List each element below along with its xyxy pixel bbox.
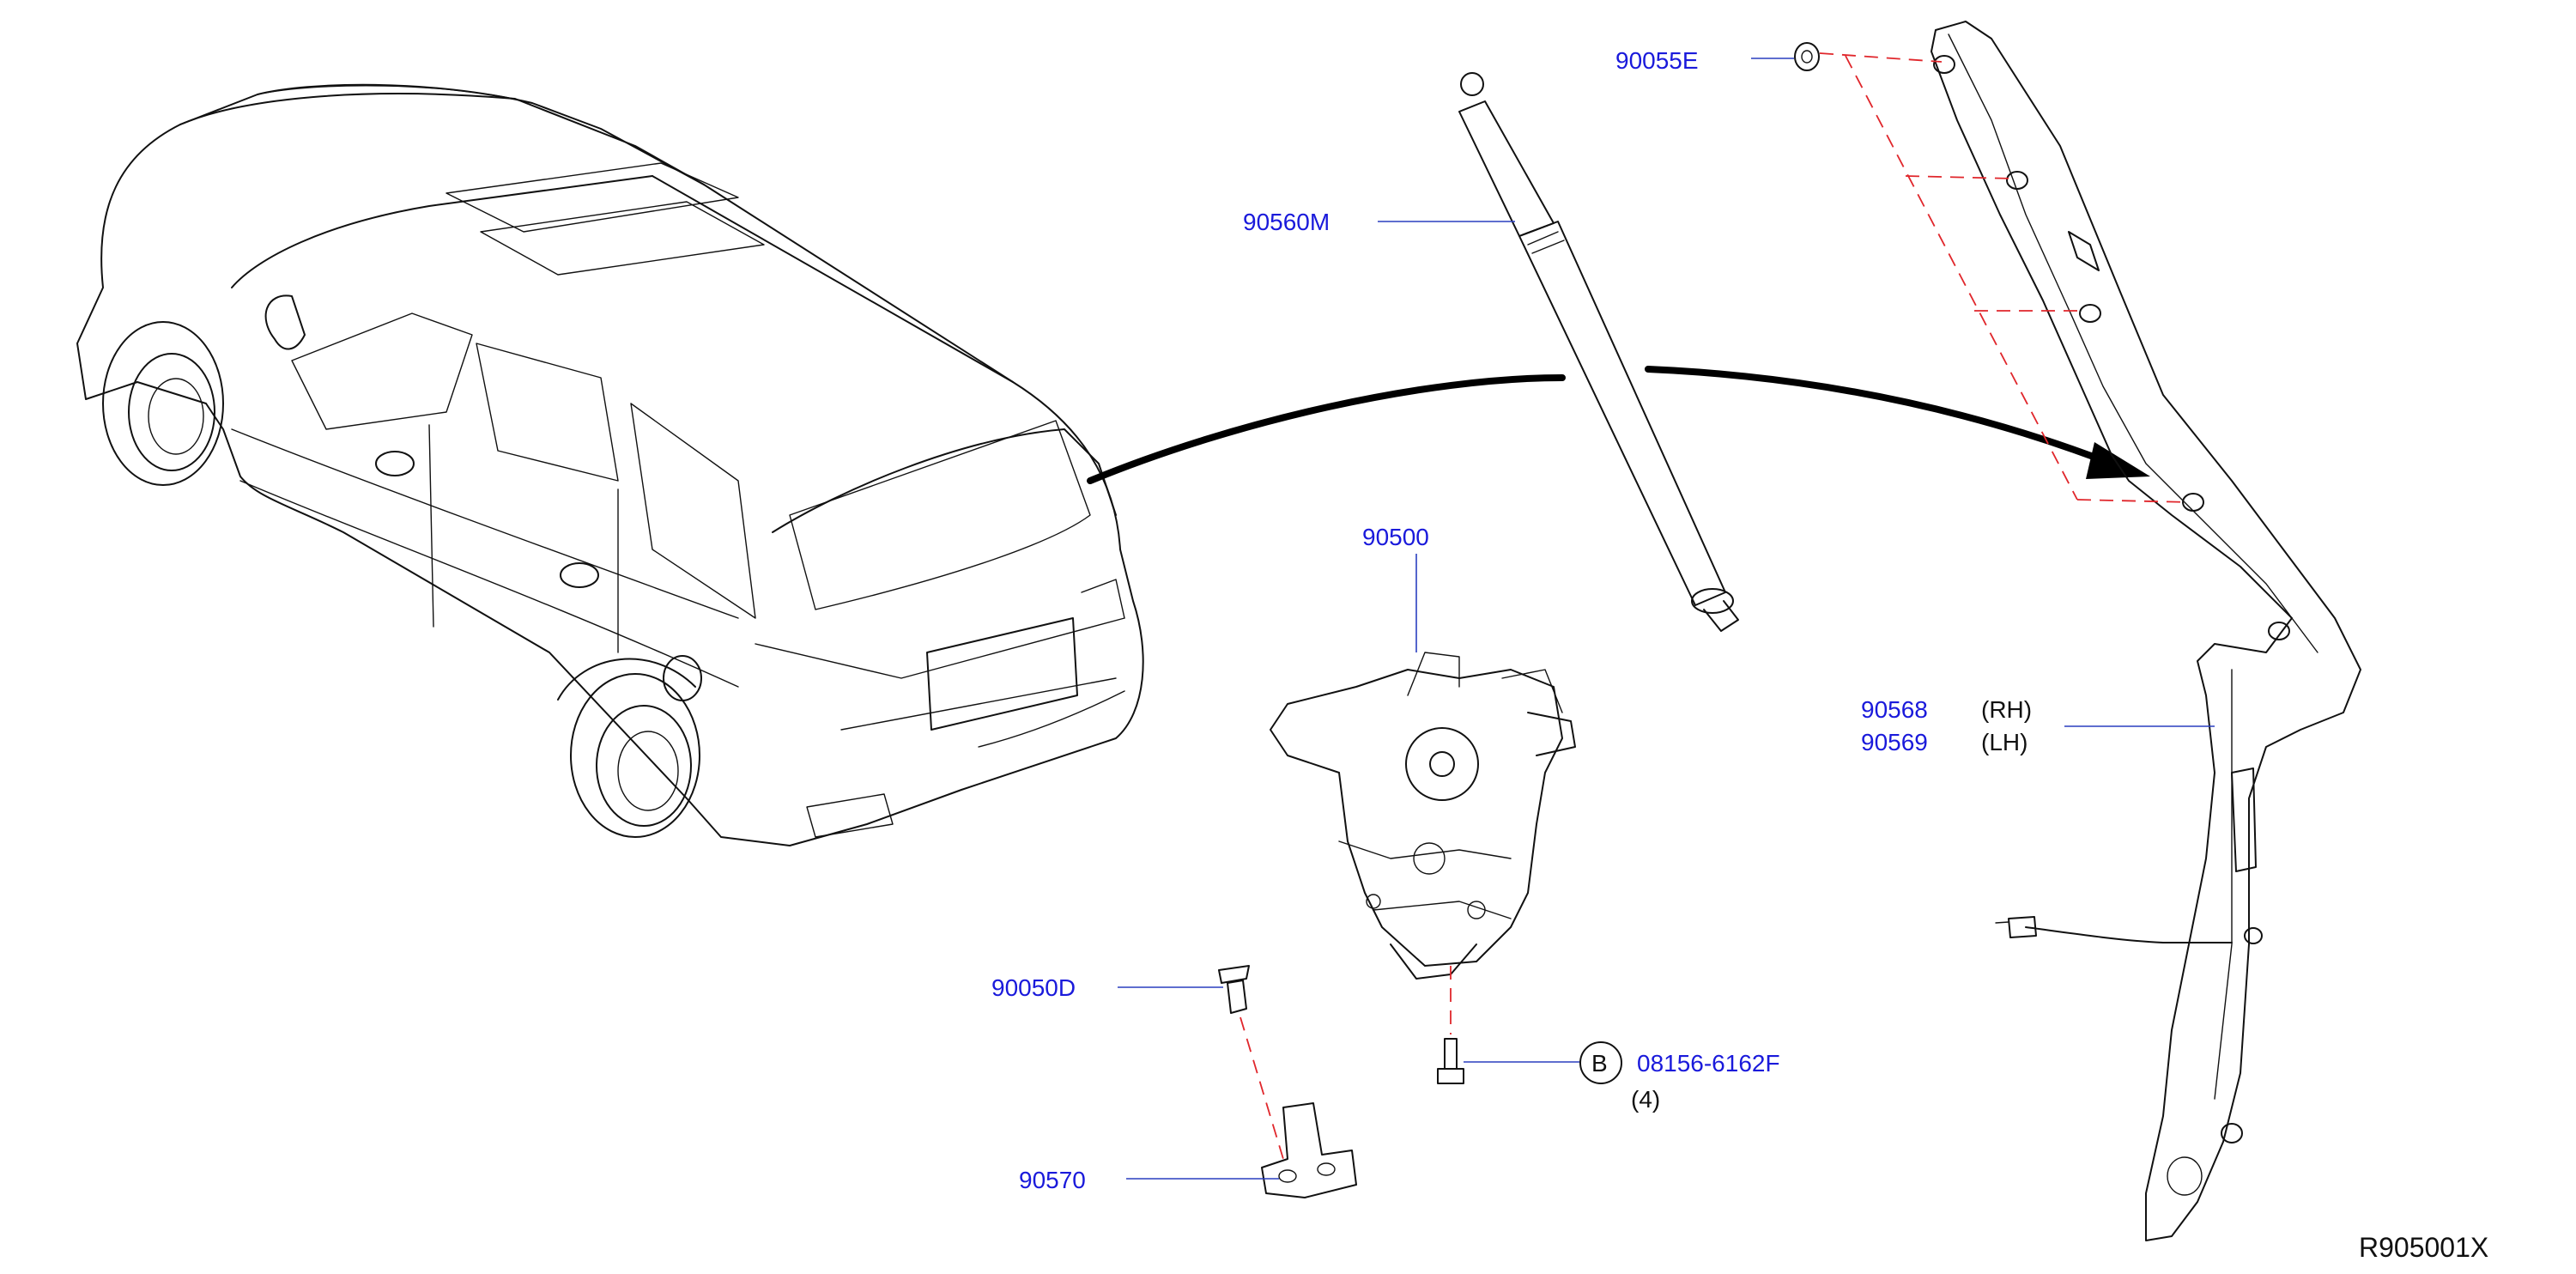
striker-illustration xyxy=(1261,1102,1357,1198)
side-note-lh: (LH) xyxy=(1981,729,2027,755)
part-number-label: 90500 xyxy=(1362,524,1429,550)
part-number-label: 90055E xyxy=(1615,47,1699,74)
callout-90568-90569[interactable]: 90568 (RH) 90569 (LH) xyxy=(1861,696,2215,755)
bolt-illustration xyxy=(1437,1038,1464,1084)
lock-assembly-illustration xyxy=(1270,652,1576,980)
reference-letter: B xyxy=(1591,1050,1608,1077)
callout-90570[interactable]: 90570 xyxy=(1019,1167,1279,1193)
assembly-arrow xyxy=(1087,366,2150,484)
part-number-label: 90560M xyxy=(1243,209,1330,235)
clip-illustration xyxy=(1218,965,1250,1014)
callout-90500[interactable]: 90500 xyxy=(1362,524,1429,652)
arrowhead-icon xyxy=(2086,442,2150,479)
callout-90560M[interactable]: 90560M xyxy=(1243,209,1515,235)
vehicle-illustration xyxy=(76,83,1144,846)
part-number-label: 08156-6162F xyxy=(1637,1050,1780,1077)
side-note-rh: (RH) xyxy=(1981,696,2032,723)
quantity-label: (4) xyxy=(1631,1086,1660,1113)
part-number-label: 90570 xyxy=(1019,1167,1086,1193)
part-number-label-rh: 90568 xyxy=(1861,696,1928,723)
clip-alignment-lines xyxy=(1819,52,2190,503)
callout-08156-6162F[interactable]: B 08156-6162F (4) xyxy=(1464,1041,1780,1113)
part-number-label: 90050D xyxy=(991,974,1076,1001)
diagram-reference-code: R905001X xyxy=(2359,1232,2488,1263)
callout-90055E[interactable]: 90055E xyxy=(1615,47,1794,74)
part-number-label-lh: 90569 xyxy=(1861,729,1928,755)
grommet-illustration xyxy=(1794,42,1820,71)
clip-striker-alignment-line xyxy=(1240,1016,1284,1160)
gas-stay-illustration xyxy=(1458,72,1739,632)
side-sensor-strip-illustration xyxy=(1930,21,2361,1241)
callout-90050D[interactable]: 90050D xyxy=(991,974,1223,1001)
reference-circle-icon xyxy=(1579,1041,1622,1084)
